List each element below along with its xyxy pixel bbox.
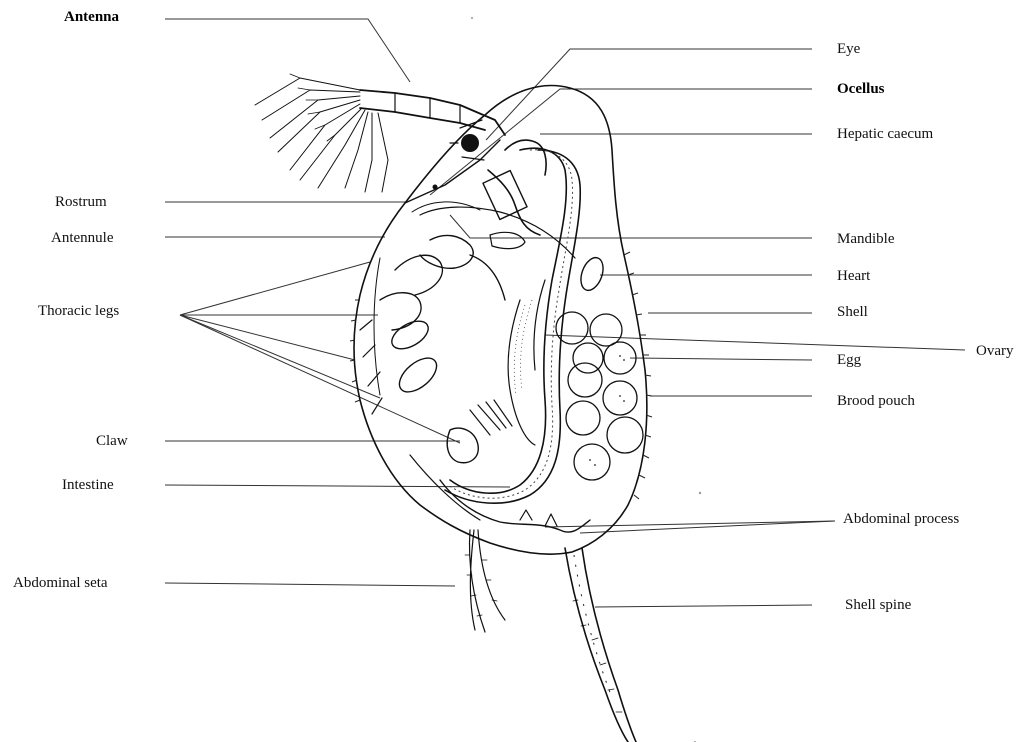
ovary-drawing <box>508 280 545 445</box>
body-outline <box>354 86 647 555</box>
leader-abdominal-process-2 <box>580 521 835 533</box>
leader-eye <box>486 49 812 140</box>
leader-thoracic-legs-5 <box>180 315 460 443</box>
label-shell-spine: Shell spine <box>845 596 911 614</box>
leader-thoracic-legs-4 <box>180 315 380 398</box>
leader-egg <box>630 358 812 360</box>
label-claw: Claw <box>96 432 128 450</box>
claw-drawing <box>447 400 512 463</box>
shell-spine-drawing <box>565 548 636 742</box>
label-shell: Shell <box>837 303 868 321</box>
label-heart: Heart <box>837 267 870 285</box>
label-eye: Eye <box>837 40 860 58</box>
abdominal-drawing <box>410 455 590 532</box>
label-antenna: Antenna <box>64 8 119 26</box>
label-rostrum: Rostrum <box>55 193 107 211</box>
leader-shell-spine <box>595 605 812 607</box>
leader-thoracic-legs-3 <box>180 315 355 360</box>
thoracic-legs-drawing <box>360 232 525 414</box>
label-ovary: Ovary <box>976 342 1014 360</box>
leader-antenna <box>165 19 410 82</box>
label-abdominal-process: Abdominal process <box>843 510 959 528</box>
leader-abdominal-seta <box>165 583 455 586</box>
label-intestine: Intestine <box>62 476 114 494</box>
heart-drawing <box>577 255 607 294</box>
leader-mandible <box>450 215 812 238</box>
label-abdominal-seta: Abdominal seta <box>13 574 108 592</box>
label-hepatic-caecum: Hepatic caecum <box>837 125 933 143</box>
label-thoracic-legs: Thoracic legs <box>38 302 119 320</box>
label-ocellus: Ocellus <box>837 80 885 98</box>
stray-marks <box>471 17 701 742</box>
eye-drawing <box>433 120 547 235</box>
leader-thoracic-legs-1 <box>180 262 370 315</box>
label-egg: Egg <box>837 351 861 369</box>
label-antennule: Antennule <box>51 229 113 247</box>
label-brood-pouch: Brood pouch <box>837 392 915 410</box>
antenna-drawing <box>255 74 505 192</box>
leader-ocellus <box>430 89 812 195</box>
label-mandible: Mandible <box>837 230 895 248</box>
